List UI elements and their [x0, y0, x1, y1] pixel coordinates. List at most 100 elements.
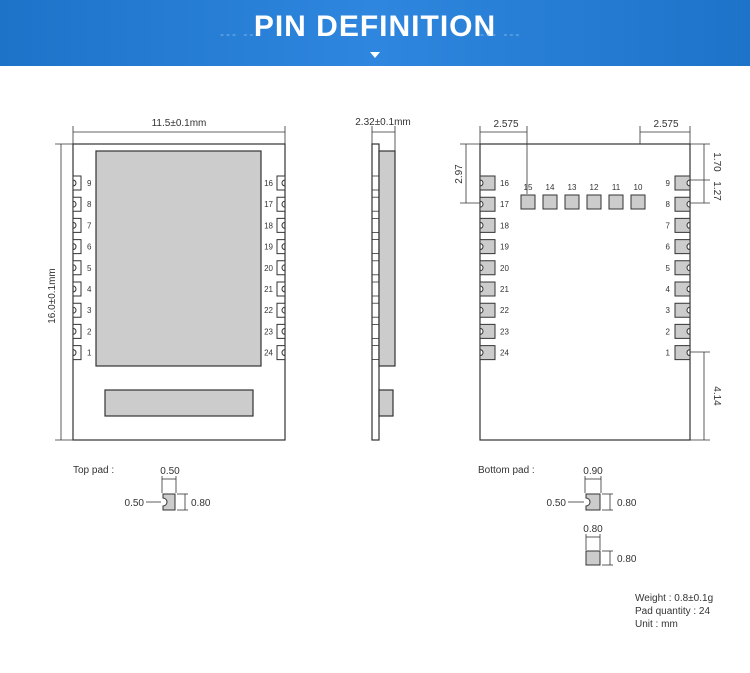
pin-number: 20 — [500, 264, 509, 273]
castellated-pad — [276, 196, 286, 212]
castellated-pad — [276, 175, 286, 191]
bottom-pad — [479, 175, 496, 191]
banner-decor-left: --- --- — [220, 27, 262, 41]
top-pad-height-label: 0.80 — [191, 498, 211, 509]
bottom-pad — [479, 260, 496, 276]
side-pads — [372, 175, 379, 361]
right-offset-label: 2.575 — [653, 119, 678, 130]
pin-number: 23 — [264, 327, 273, 336]
castellated-pad — [276, 323, 286, 339]
side-view: 2.32±0.1mm — [355, 117, 411, 441]
pin-number: 13 — [568, 183, 577, 192]
castellated-pad — [72, 196, 82, 212]
bottom-pad — [674, 217, 691, 233]
castellated-pad — [276, 239, 286, 255]
bottom-pad — [674, 239, 691, 255]
top-pad-title: Top pad : — [73, 465, 114, 476]
castellated-pad — [276, 260, 286, 276]
bottom-pad — [674, 196, 691, 212]
bottom-pad — [479, 281, 496, 297]
bottom-pad — [479, 239, 496, 255]
pin-number: 21 — [264, 285, 273, 294]
pin-number: 8 — [666, 200, 671, 209]
pin-number: 10 — [634, 183, 643, 192]
pin-number: 6 — [87, 243, 92, 252]
pin-number: 2 — [666, 327, 671, 336]
pin-number: 16 — [264, 179, 273, 188]
pin-number: 18 — [500, 221, 509, 230]
pin-number: 5 — [87, 264, 92, 273]
antenna-area — [104, 389, 254, 417]
pin-number: 24 — [500, 349, 509, 358]
pad-quantity-text: Pad quantity : 24 — [635, 606, 710, 617]
bottom-pad — [674, 323, 691, 339]
pin-number: 4 — [87, 285, 92, 294]
castellated-pad — [72, 323, 82, 339]
shield-profile — [378, 150, 396, 367]
bottom-pad — [479, 217, 496, 233]
module-width-label: 11.5±0.1mm — [152, 118, 207, 129]
specifications: Weight : 0.8±0.1g Pad quantity : 24 Unit… — [635, 593, 713, 630]
antenna-profile — [378, 389, 394, 417]
pin-number: 17 — [264, 200, 273, 209]
castellated-pad — [72, 281, 82, 297]
pcb-edge — [371, 143, 380, 441]
pin-number: 16 — [500, 179, 509, 188]
left-offset-label: 2.575 — [493, 119, 518, 130]
header-banner: --- --- PIN DEFINITION --- --- — [0, 0, 750, 66]
castellated-pad — [72, 175, 82, 191]
chevron-down-icon — [370, 52, 380, 58]
castellated-pad — [276, 217, 286, 233]
castellated-pad — [72, 239, 82, 255]
castellated-pad — [276, 302, 286, 318]
bottom-outline — [479, 143, 691, 441]
pin-number: 24 — [264, 349, 273, 358]
pin-number: 5 — [666, 264, 671, 273]
pin-number: 12 — [590, 183, 599, 192]
bottom-pad — [674, 281, 691, 297]
pin-number: 23 — [500, 327, 509, 336]
pin-number: 19 — [500, 243, 509, 252]
castellated-pad — [72, 217, 82, 233]
bottom-pad-length-label: 0.50 — [547, 498, 567, 509]
unit-text: Unit : mm — [635, 619, 678, 630]
pin-number: 8 — [87, 200, 92, 209]
pin-number: 6 — [666, 243, 671, 252]
pin-number: 11 — [612, 183, 621, 192]
castellated-pad — [72, 302, 82, 318]
pin-number: 4 — [666, 285, 671, 294]
pin-number: 9 — [87, 179, 92, 188]
bottom-pad — [674, 345, 691, 361]
square-pad-width-label: 0.80 — [583, 524, 603, 535]
pin-number: 9 — [666, 179, 671, 188]
bottom-pad — [479, 196, 496, 212]
pin-number: 18 — [264, 221, 273, 230]
banner-decor-right: --- --- — [480, 27, 522, 41]
square-pad — [608, 194, 624, 210]
pin-number: 19 — [264, 243, 273, 252]
bottom-right-offset-label: 4.14 — [711, 386, 722, 406]
castellated-pad — [276, 281, 286, 297]
pad-pitch-label: 1.27 — [711, 181, 722, 201]
bottom-pad — [479, 345, 496, 361]
pin-number: 20 — [264, 264, 273, 273]
top-pad-width-label: 0.50 — [160, 466, 180, 477]
page-title: PIN DEFINITION — [253, 10, 497, 43]
pin-number: 22 — [264, 306, 273, 315]
bottom-pad-shape — [585, 493, 601, 511]
shield-can — [95, 150, 262, 367]
castellated-pad — [72, 260, 82, 276]
bottom-pad — [674, 175, 691, 191]
pin-number: 7 — [666, 221, 671, 230]
square-pad — [586, 194, 602, 210]
top-left-offset-label: 2.97 — [454, 164, 465, 184]
square-pad — [564, 194, 580, 210]
square-pad-shape — [585, 550, 601, 566]
top-pad-length-label: 0.50 — [125, 498, 145, 509]
